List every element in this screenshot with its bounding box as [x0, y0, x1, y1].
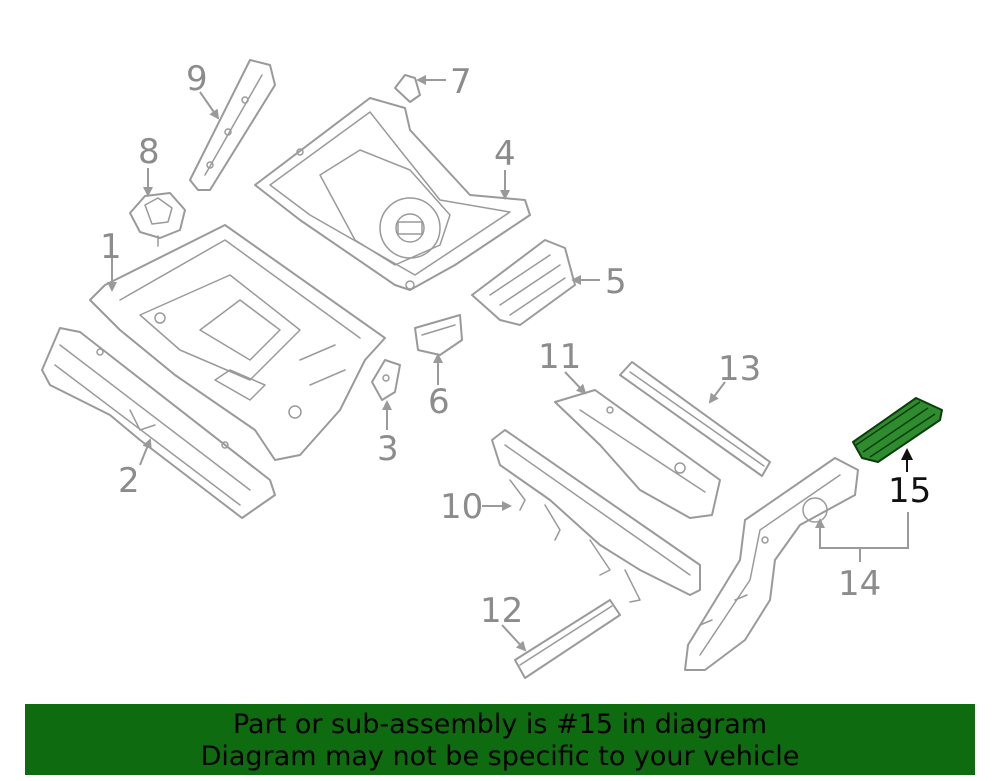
callout-6: 6	[428, 382, 450, 422]
parts-diagram: 1 2 3 4 5 6 7 8 9 10 11 12 13 14 15	[41, 59, 943, 679]
callout-15: 15	[888, 471, 931, 511]
callout-12: 12	[480, 591, 523, 631]
part-3-bracket[interactable]	[371, 359, 401, 401]
callout-4: 4	[494, 134, 516, 174]
banner-line-2: Diagram may not be specific to your vehi…	[200, 741, 800, 772]
callout-3: 3	[377, 429, 399, 469]
callout-2: 2	[118, 461, 140, 501]
part-9-brace[interactable]	[189, 59, 276, 191]
callout-13: 13	[718, 349, 761, 389]
part-6-reinforcement[interactable]	[414, 314, 463, 356]
part-2-cross-member[interactable]	[41, 327, 276, 519]
callout-9: 9	[186, 59, 208, 99]
callout-leaders	[107, 75, 913, 652]
callout-10: 10	[440, 487, 483, 527]
part-5-extension-panel[interactable]	[471, 239, 576, 326]
part-13-rail[interactable]	[619, 361, 771, 477]
part-10-side-member[interactable]	[491, 429, 701, 603]
banner-line-1: Part or sub-assembly is #15 in diagram	[232, 709, 768, 740]
part-12-rail[interactable]	[514, 599, 621, 679]
callout-5: 5	[605, 262, 627, 302]
callout-1: 1	[100, 227, 122, 267]
part-1-rear-floor-pan[interactable]	[89, 224, 386, 461]
callout-8: 8	[138, 132, 160, 172]
part-11-reinforcement[interactable]	[554, 389, 721, 519]
callout-14: 14	[838, 564, 881, 604]
callout-11: 11	[538, 337, 581, 377]
part-4-spare-tire-well[interactable]	[254, 97, 531, 291]
part-15-highlighted[interactable]	[852, 397, 943, 463]
callout-numbers: 1 2 3 4 5 6 7 8 9 10 11 12 13 14 15	[100, 59, 931, 631]
part-14-side-member-assembly[interactable]	[684, 457, 859, 671]
callout-7: 7	[450, 62, 472, 102]
part-7-clip[interactable]	[394, 74, 421, 103]
part-8-tire-holder[interactable]	[129, 192, 186, 247]
info-banner: Part or sub-assembly is #15 in diagram D…	[25, 704, 975, 775]
